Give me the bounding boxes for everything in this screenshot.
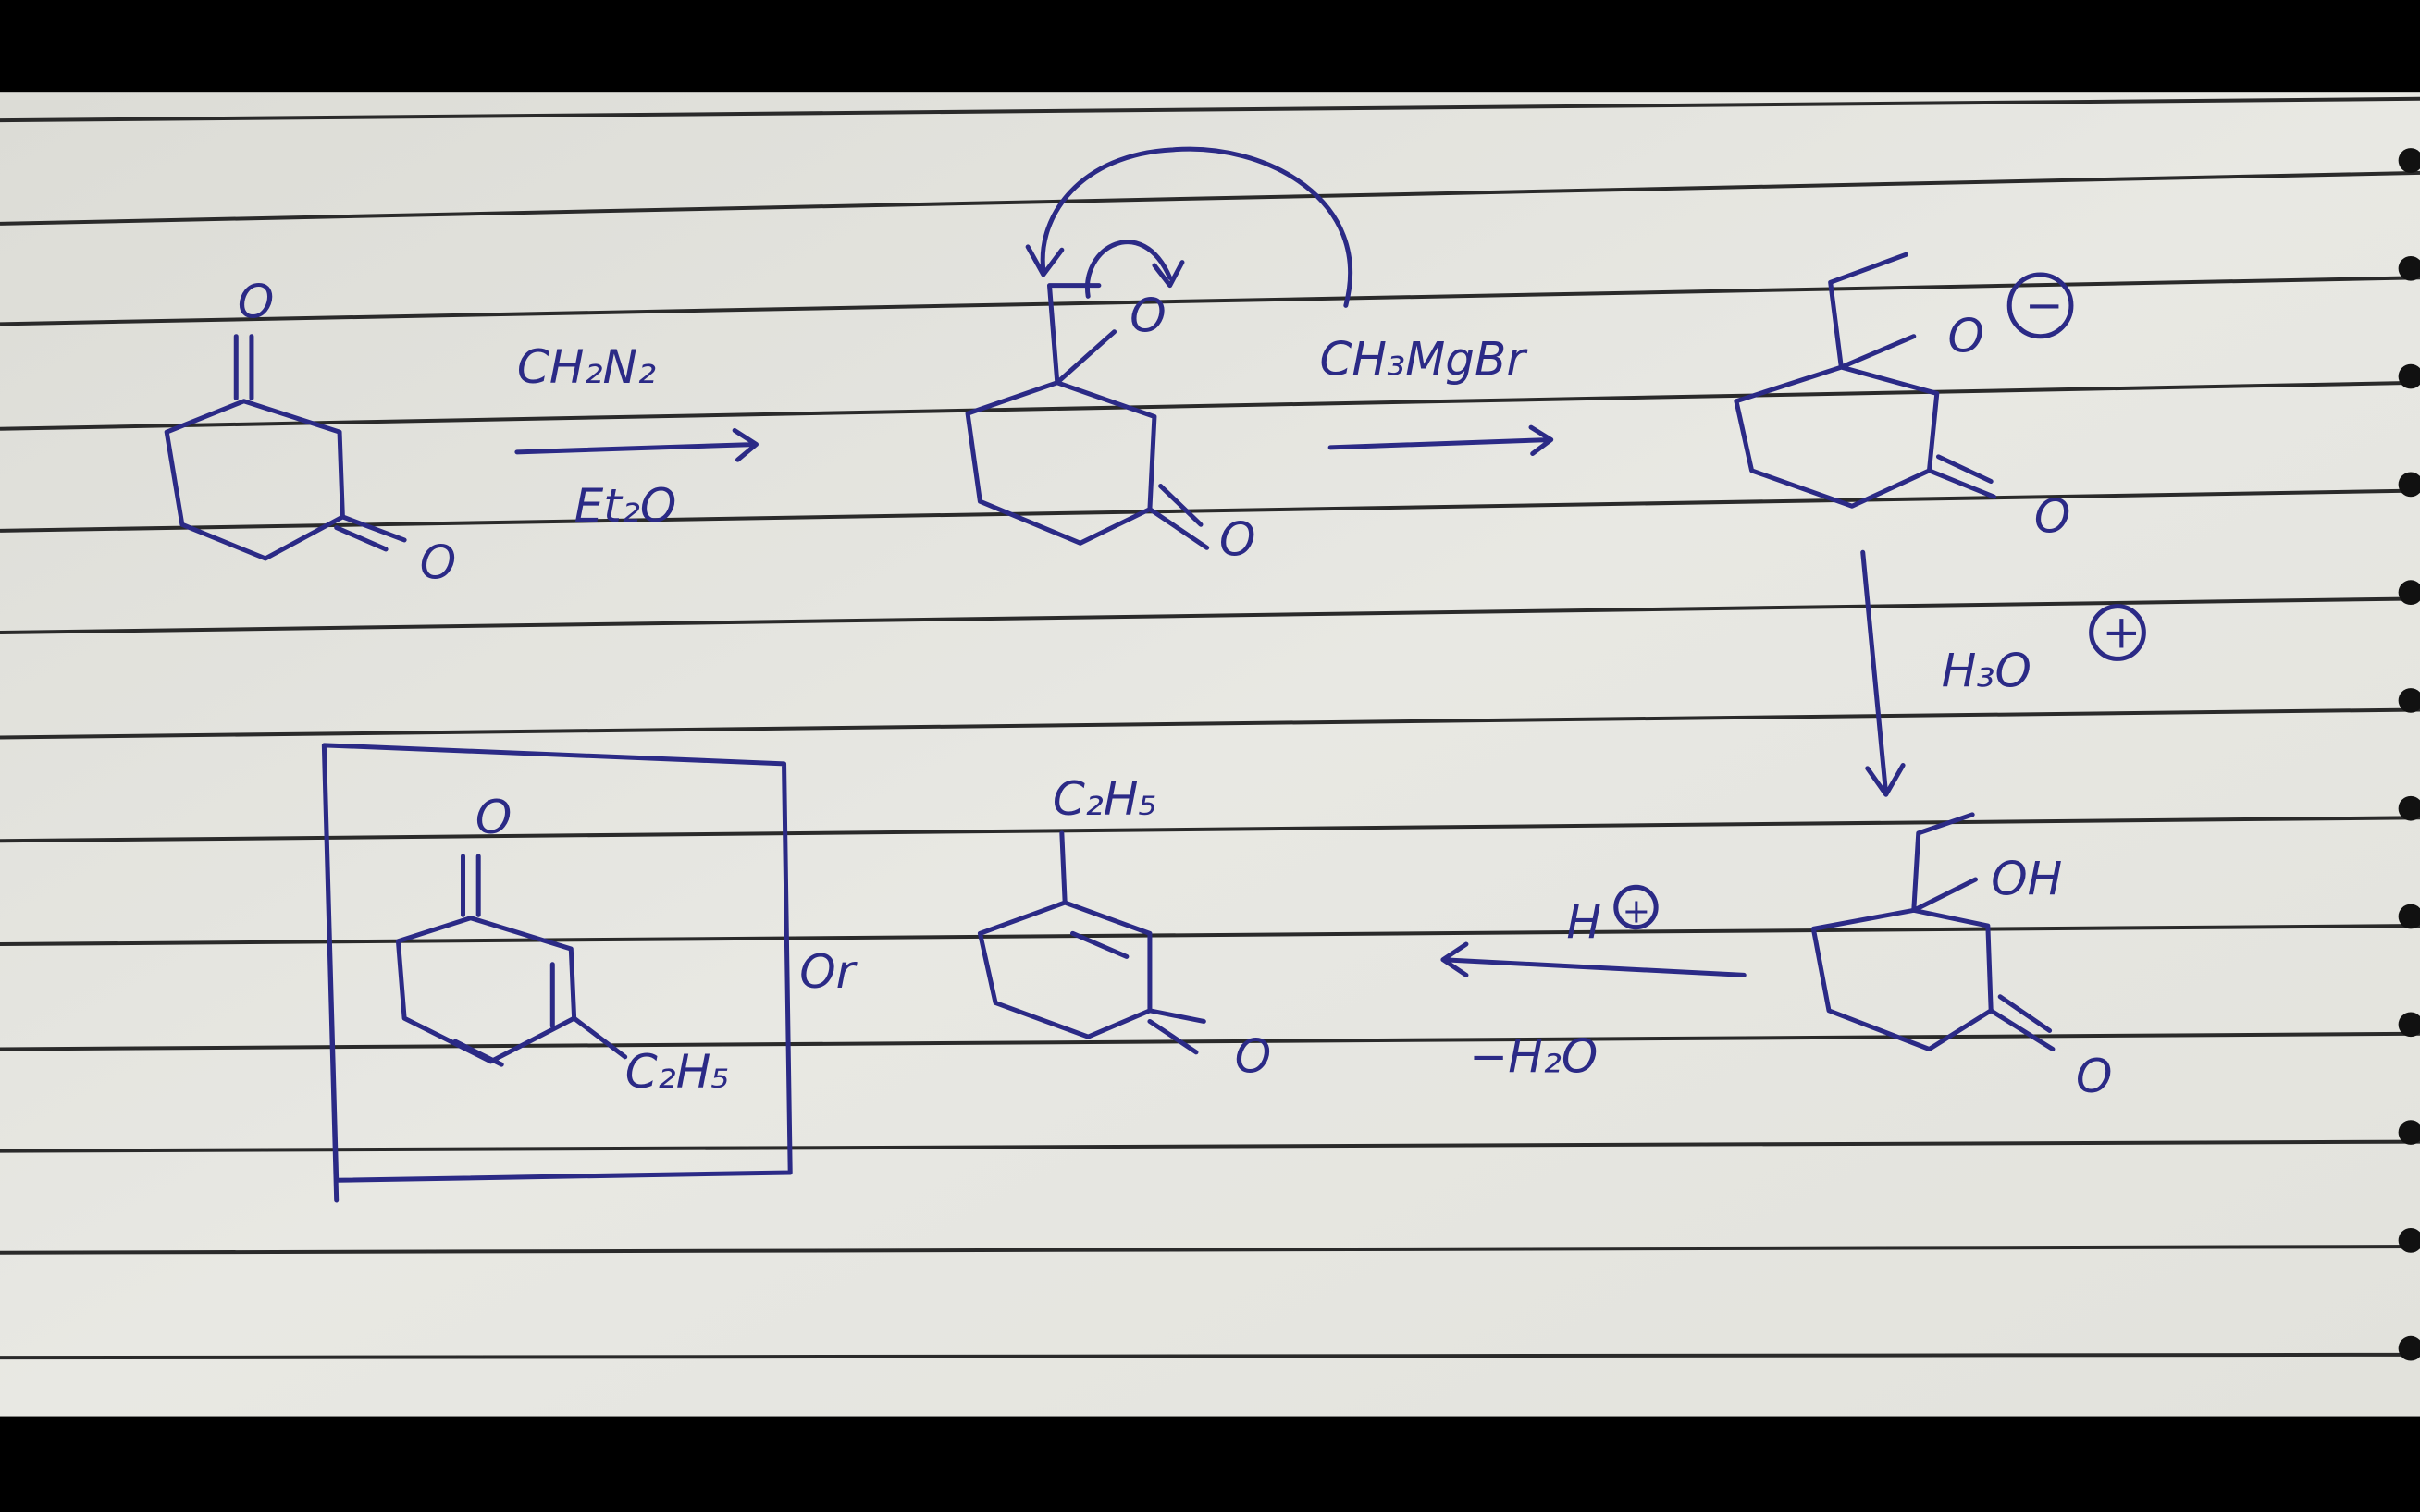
reagent-ether: Et₂O	[574, 479, 677, 533]
oxygen-label: O	[2034, 490, 2070, 544]
bottom-black-bar	[0, 1416, 2420, 1512]
spiral-binding	[2398, 148, 2420, 1361]
oxygen-label: O	[1219, 513, 1255, 567]
oxygen-label: O	[1130, 289, 1166, 343]
reagent-diazomethane: CH₂N₂	[517, 340, 656, 394]
ethyl-label: C₂H₅	[625, 1045, 730, 1099]
oxygen-label: O	[475, 791, 512, 844]
alkoxide-intermediate: O − O	[1734, 252, 2074, 544]
or-label: Or	[799, 945, 858, 999]
oxygen-label: O	[420, 536, 456, 590]
positive-charge: +	[1622, 891, 1650, 931]
reaction-arrow-1: CH₂N₂ Et₂O	[514, 340, 759, 533]
reagent-hydronium: H₃O	[1942, 644, 2031, 697]
epoxide-intermediate: O O	[965, 146, 1353, 567]
ethylcyclohexenone-product: C₂H₅ O	[977, 772, 1271, 1084]
paper	[0, 92, 2420, 1420]
dehydration-label: −H₂O	[1469, 1030, 1598, 1084]
curved-arrow-large	[1025, 146, 1353, 308]
reagent-acid: H	[1566, 895, 1601, 949]
oxygen-label: O	[238, 276, 274, 329]
ethyl-label: C₂H₅	[1053, 772, 1157, 826]
top-black-bar	[0, 0, 2420, 93]
reaction-arrow-3: H₃O +	[1860, 549, 2146, 797]
curved-arrow-small	[1085, 240, 1185, 299]
reaction-arrow-2: CH₃MgBr	[1319, 332, 1554, 457]
cyclohexanedione: O O	[164, 276, 456, 590]
boxed-final-product: O C₂H₅	[321, 743, 793, 1203]
oxygen-label: O	[1235, 1030, 1271, 1084]
oxygen-label: O	[2076, 1050, 2112, 1103]
positive-charge: +	[2102, 606, 2141, 659]
negative-charge: −	[2025, 278, 2064, 332]
alcohol-intermediate: OH O	[1810, 812, 2112, 1103]
reagent-grignard: CH₃MgBr	[1319, 332, 1528, 386]
hydroxyl-label: OH	[1991, 853, 2062, 906]
oxygen-label: O	[1947, 309, 1983, 363]
reaction-arrow-4: H + −H₂O	[1440, 884, 1747, 1084]
